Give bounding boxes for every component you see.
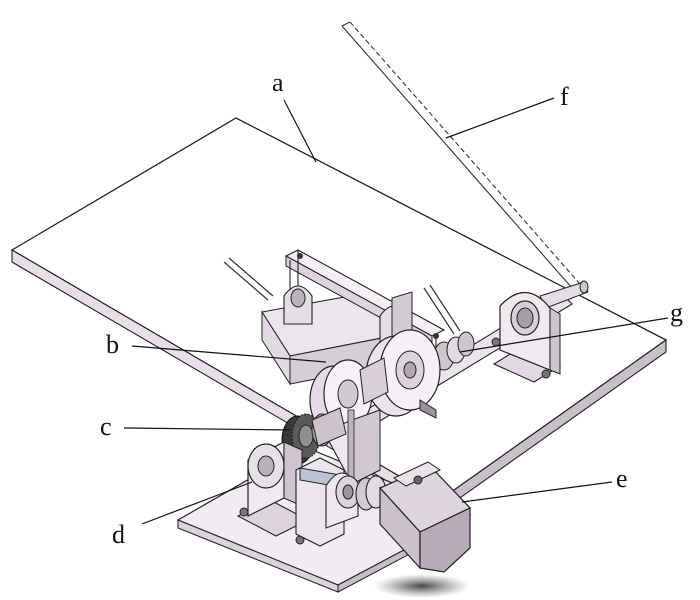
motor-coupling (325, 472, 387, 529)
label-f: f (560, 82, 569, 111)
motor-shadow (374, 574, 470, 598)
motor-e (378, 461, 472, 573)
label-c: c (100, 412, 112, 441)
label-e: e (616, 464, 628, 493)
shaft-coupling (433, 331, 475, 371)
loading-frame (261, 249, 446, 386)
label-g: g (670, 298, 683, 327)
label-a: a (272, 68, 284, 97)
right-bearing-support (491, 291, 562, 383)
label-b: b (106, 330, 119, 359)
rear-rods (223, 257, 461, 335)
label-d: d (112, 520, 125, 549)
leader-lines (123, 97, 669, 525)
